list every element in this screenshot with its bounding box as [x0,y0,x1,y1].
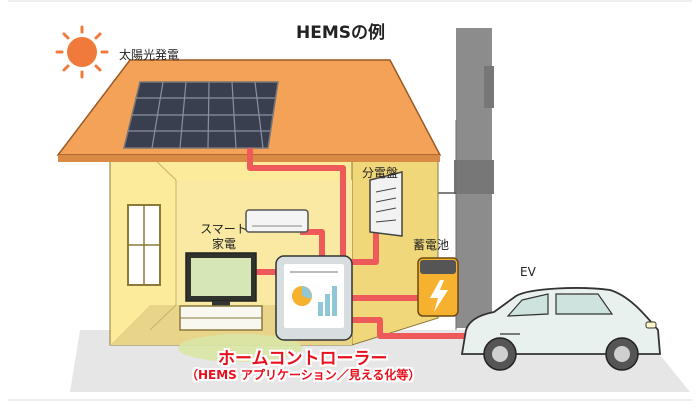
smart-appliance-label-line1: スマート [200,222,248,236]
ev-label: EV [520,265,536,279]
smart-tv [179,252,263,331]
solar-panel [123,81,279,149]
distribution-panel [369,171,403,237]
storage-battery-label: 蓄電池 [413,238,450,252]
sun-icon [55,25,109,79]
home-controller-sublabel: （HEMS アプリケーション／見える化等） [186,368,421,382]
air-conditioner [245,209,309,233]
smart-appliance-label-line2: 家電 [211,237,236,251]
rug [178,334,302,362]
solar-label: 太陽光発電 [119,48,180,62]
storage-battery [417,257,459,317]
connection-wires [247,148,470,339]
ev-car-icon [460,287,661,371]
diagram-title: HEMSの例 [296,23,386,43]
smart-appliance-label: スマート 家電 [196,222,252,252]
home-controller-label: ホームコントローラー [218,349,388,369]
distribution-panel-label: 分電盤 [362,166,399,180]
home-controller-device [275,255,353,341]
utility-pole [454,28,494,330]
